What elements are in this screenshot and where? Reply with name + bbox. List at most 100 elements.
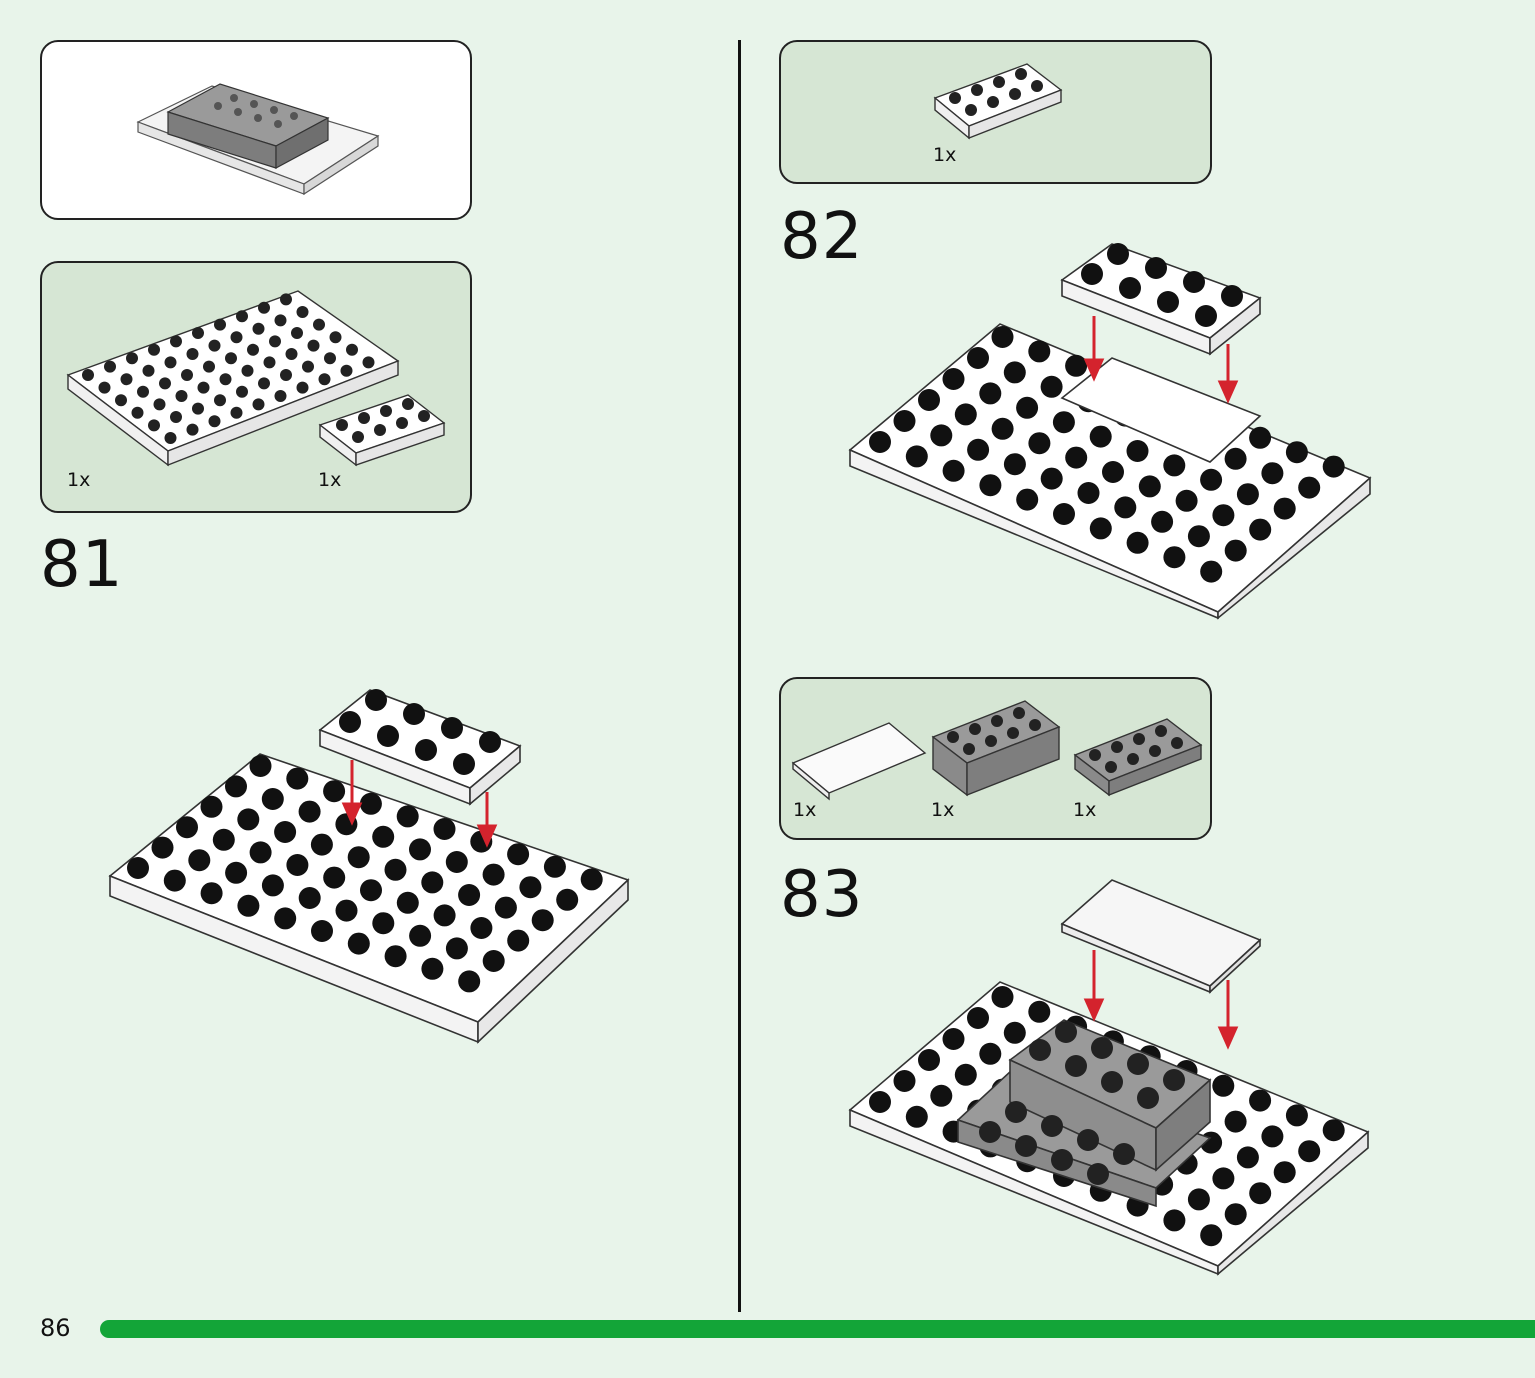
stud xyxy=(247,343,259,356)
stud xyxy=(249,841,272,864)
stud xyxy=(296,381,309,394)
stud xyxy=(307,339,320,352)
stud xyxy=(1249,1089,1272,1112)
stud xyxy=(1003,361,1026,384)
stud xyxy=(237,894,260,917)
stud xyxy=(298,800,321,823)
gray-brick-2x4-icon xyxy=(931,700,1061,797)
column-divider xyxy=(738,40,741,1312)
stud xyxy=(286,767,309,790)
stud xyxy=(1003,1021,1026,1044)
stud xyxy=(347,932,370,955)
stud xyxy=(1187,1188,1210,1211)
stud xyxy=(261,874,284,897)
stud xyxy=(181,369,193,381)
step-83-part-2-qty: 1x xyxy=(931,799,955,821)
stud xyxy=(1187,525,1210,548)
stud xyxy=(543,855,566,878)
step-81-illustration xyxy=(108,689,630,1044)
stud xyxy=(433,818,456,840)
stud xyxy=(360,879,382,902)
stud xyxy=(208,415,221,428)
stud xyxy=(1285,1104,1308,1127)
stud xyxy=(214,394,226,407)
step-81-part-1-qty: 1x xyxy=(67,469,91,491)
stud xyxy=(219,373,232,386)
stud xyxy=(918,389,940,411)
stud xyxy=(556,888,579,911)
stud xyxy=(1322,1119,1345,1142)
stud xyxy=(1126,440,1149,462)
stud xyxy=(494,896,517,919)
stud xyxy=(1285,441,1308,464)
stud xyxy=(905,445,928,468)
stud xyxy=(323,780,346,803)
stud xyxy=(1200,468,1223,491)
stud xyxy=(1212,504,1235,527)
stud xyxy=(893,410,916,432)
stud xyxy=(236,310,248,323)
stud xyxy=(458,970,481,993)
stud xyxy=(274,907,297,930)
stud xyxy=(930,424,953,447)
stud xyxy=(151,836,174,859)
gray-assembly-preview-icon xyxy=(136,83,380,196)
stud xyxy=(274,314,287,327)
stud xyxy=(188,849,211,872)
stud xyxy=(482,950,505,972)
white-tile-2x4-icon xyxy=(791,722,927,801)
stud xyxy=(225,861,248,884)
stud xyxy=(159,377,171,390)
stud xyxy=(359,792,382,815)
stud xyxy=(954,403,977,426)
step-83-part-1-qty: 1x xyxy=(793,799,817,821)
stud xyxy=(280,293,292,306)
stud xyxy=(236,385,248,398)
stud xyxy=(991,986,1014,1008)
stud xyxy=(164,356,177,369)
stud xyxy=(1224,1110,1247,1133)
stud xyxy=(869,431,891,453)
stud xyxy=(1003,453,1026,476)
stud xyxy=(482,863,505,886)
stud xyxy=(148,419,160,432)
page-number: 86 xyxy=(40,1314,71,1342)
stud xyxy=(120,373,133,386)
stud xyxy=(433,904,456,927)
stud xyxy=(1236,483,1259,506)
stud xyxy=(1028,340,1051,363)
stud xyxy=(252,398,265,411)
stud xyxy=(1273,1161,1296,1184)
stud xyxy=(421,871,444,894)
stud xyxy=(470,917,493,939)
stud xyxy=(212,828,235,851)
stud xyxy=(1212,1167,1235,1190)
stud xyxy=(148,343,160,356)
stud xyxy=(241,364,254,377)
step-82-parts-box: 1x xyxy=(779,40,1212,184)
stud xyxy=(967,1007,989,1029)
stud xyxy=(186,348,199,360)
step-83-part-3-qty: 1x xyxy=(1073,799,1097,821)
stud xyxy=(1249,426,1272,449)
stud xyxy=(372,912,395,935)
stud xyxy=(1200,560,1223,583)
stud xyxy=(324,352,336,365)
stud xyxy=(942,1028,965,1050)
stud xyxy=(384,858,407,881)
stud xyxy=(1322,455,1345,478)
progress-bar xyxy=(100,1320,1535,1338)
stud xyxy=(1052,411,1075,434)
stud xyxy=(396,891,419,914)
stud xyxy=(298,887,321,909)
stud xyxy=(445,937,468,960)
step-83-parts-box: 1x 1x 1x xyxy=(779,677,1212,840)
stud xyxy=(930,1084,953,1107)
step-81-number: 81 xyxy=(40,528,124,602)
stud xyxy=(261,788,284,810)
stud xyxy=(318,373,331,386)
stud xyxy=(192,327,204,339)
stud xyxy=(175,390,188,402)
stud xyxy=(384,945,407,968)
stud xyxy=(1163,454,1186,477)
